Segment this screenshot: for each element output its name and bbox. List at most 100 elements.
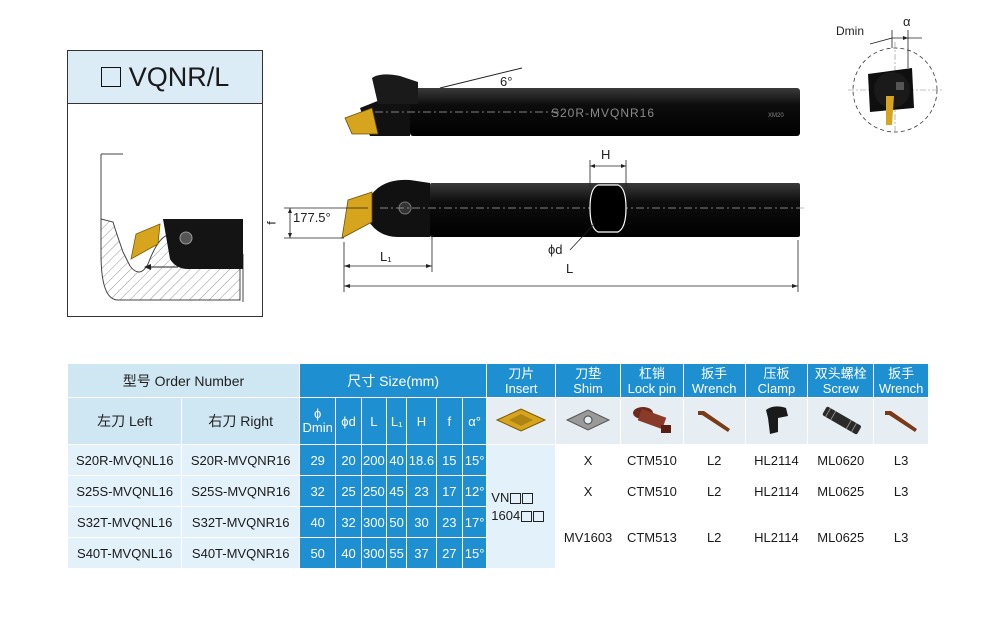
size-header: 尺寸 Size(mm) bbox=[298, 363, 488, 398]
h-value: 18.6 bbox=[406, 444, 437, 476]
wrench2-value: L3 bbox=[873, 475, 929, 507]
dmin-col-header: ϕ Dmin bbox=[298, 397, 337, 445]
dmin-value: 29 bbox=[298, 444, 337, 476]
right-model: S20R-MVQNR16 bbox=[181, 444, 300, 476]
phid-col-header: ϕd bbox=[335, 397, 362, 445]
left-model: S32T-MVQNL16 bbox=[66, 506, 183, 538]
left-model: S20R-MVQNL16 bbox=[66, 444, 183, 476]
wrench2-value: L3 bbox=[873, 444, 929, 476]
upper-insert bbox=[344, 107, 379, 135]
lock-pin-value: CTM513 bbox=[619, 506, 684, 569]
d-value: 40 bbox=[335, 537, 362, 569]
clamp-image-cell bbox=[744, 397, 809, 445]
clamp-value: HL2114 bbox=[744, 475, 809, 507]
alpha-col-header: α° bbox=[461, 397, 488, 445]
end-view-drawing bbox=[848, 30, 942, 134]
clamp-value: HL2114 bbox=[744, 506, 809, 569]
l1-value: 45 bbox=[386, 475, 408, 507]
right-model: S32T-MVQNR16 bbox=[181, 506, 300, 538]
wrench2-image-cell bbox=[873, 397, 929, 445]
title-box: VQNR/L bbox=[67, 50, 263, 317]
h-value: 30 bbox=[406, 506, 437, 538]
lock-pin-value: CTM510 bbox=[619, 444, 684, 476]
upper-shank bbox=[410, 88, 800, 136]
f-value: 23 bbox=[435, 506, 463, 538]
l-value: 250 bbox=[360, 475, 388, 507]
wrench-icon bbox=[698, 410, 731, 432]
f-value: 27 bbox=[435, 537, 463, 569]
dmin-value: 40 bbox=[298, 506, 337, 538]
dim-f-label: f bbox=[264, 221, 279, 225]
screw-image-cell bbox=[807, 397, 875, 445]
screw-value: ML0625 bbox=[807, 475, 875, 507]
lock-pin-icon bbox=[632, 406, 671, 433]
shank-marking: S20R-MVQNR16 bbox=[551, 106, 656, 120]
alpha-label: α bbox=[903, 14, 911, 29]
l-value: 200 bbox=[360, 444, 388, 476]
insert-icon bbox=[496, 407, 547, 432]
l-value: 300 bbox=[360, 537, 388, 569]
left-model: S40T-MVQNL16 bbox=[66, 537, 183, 569]
left-model: S25S-MVQNL16 bbox=[66, 475, 183, 507]
shim-value: X bbox=[555, 444, 621, 476]
alpha-value: 17° bbox=[461, 506, 488, 538]
table-row: S40T-MVQNL16 S40T-MVQNR16 50 40 300 55 3… bbox=[66, 537, 929, 569]
shim-icon bbox=[565, 408, 611, 431]
h-section bbox=[589, 184, 627, 233]
right-model: S25S-MVQNR16 bbox=[181, 475, 300, 507]
dim-h-label: H bbox=[601, 147, 611, 162]
dim-l1-label: L₁ bbox=[380, 249, 392, 264]
tool-body bbox=[163, 219, 243, 269]
order-number-header: 型号 Order Number bbox=[67, 363, 300, 398]
lock-pin-value: CTM510 bbox=[619, 475, 684, 507]
l1-value: 40 bbox=[386, 444, 408, 476]
wrench-value: L2 bbox=[682, 506, 746, 569]
insert-icon-schematic bbox=[130, 223, 161, 260]
left-header: 左刀 Left bbox=[66, 397, 183, 445]
insert-value: VN 1604 bbox=[486, 444, 557, 569]
square-icon bbox=[100, 67, 121, 87]
alpha-value: 15° bbox=[461, 537, 488, 569]
wrench-value: L2 bbox=[682, 444, 746, 476]
d-value: 20 bbox=[335, 444, 362, 476]
l-col-header: L bbox=[360, 397, 388, 445]
clamp-value: HL2114 bbox=[744, 444, 809, 476]
machining-schematic bbox=[100, 153, 244, 302]
screw-value: ML0620 bbox=[807, 444, 875, 476]
table-row: S20R-MVQNL16 S20R-MVQNR16 29 20 200 40 1… bbox=[66, 444, 929, 569]
dim-angle-label: 177.5° bbox=[293, 210, 331, 225]
insert-image-cell bbox=[486, 397, 557, 445]
dmin-label: Dmin bbox=[836, 24, 865, 38]
dim-phid-label: ϕd bbox=[548, 242, 563, 257]
tool-drawing bbox=[284, 67, 805, 292]
table-row: S32T-MVQNL16 S32T-MVQNR16 40 32 300 50 3… bbox=[66, 506, 929, 569]
d-value: 25 bbox=[335, 475, 362, 507]
table-row: S25S-MVQNL16 S25S-MVQNR16 32 25 250 45 2… bbox=[66, 475, 929, 507]
dim-l-label: L bbox=[566, 261, 574, 276]
lower-insert bbox=[341, 191, 373, 239]
right-model: S40T-MVQNR16 bbox=[181, 537, 300, 569]
screw-value: ML0625 bbox=[807, 506, 875, 569]
shim-value: MV1603 bbox=[555, 506, 621, 569]
shim-value: X bbox=[555, 475, 621, 507]
h-col-header: H bbox=[406, 397, 437, 445]
alpha-value: 15° bbox=[461, 444, 488, 476]
page-title: VQNR/L bbox=[128, 61, 230, 92]
wrench-icon bbox=[885, 410, 918, 432]
title-header: VQNR/L bbox=[68, 51, 262, 104]
dmin-value: 50 bbox=[298, 537, 337, 569]
wrench2-value: L3 bbox=[873, 506, 929, 569]
f-value: 17 bbox=[435, 475, 463, 507]
l1-value: 55 bbox=[386, 537, 408, 569]
lock-pin-image-cell bbox=[619, 397, 684, 445]
f-value: 15 bbox=[435, 444, 463, 476]
right-header: 右刀 Right bbox=[181, 397, 300, 445]
h-value: 37 bbox=[406, 537, 437, 569]
shank-small-marking: XM20 bbox=[768, 113, 784, 119]
l-value: 300 bbox=[360, 506, 388, 538]
